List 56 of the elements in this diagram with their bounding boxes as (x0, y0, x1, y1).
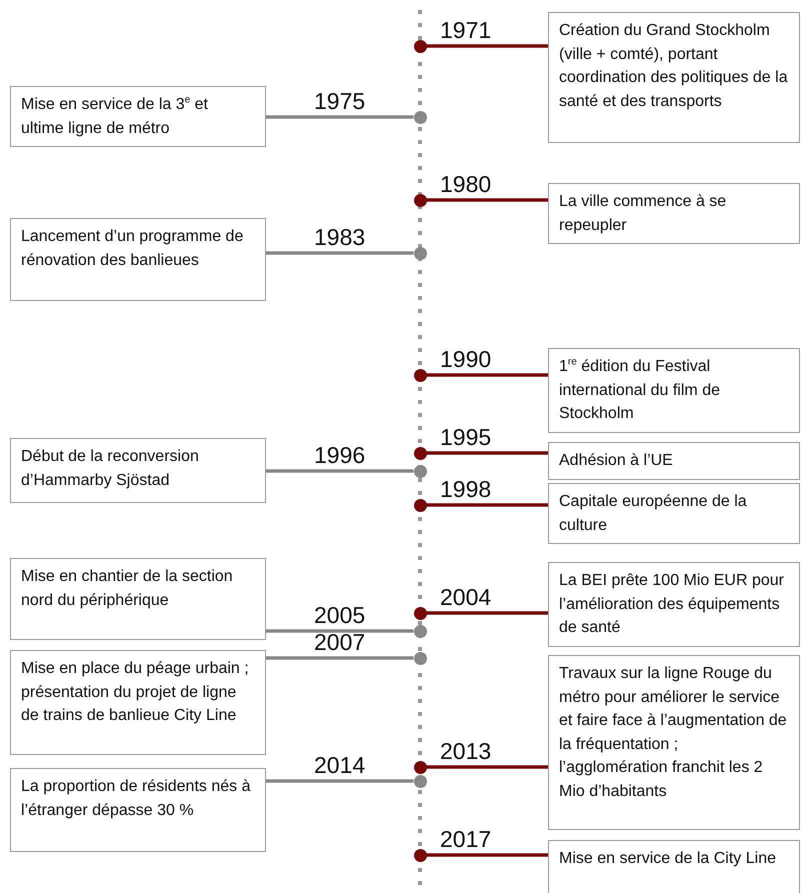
timeline-dot (414, 652, 426, 664)
timeline-dot (414, 40, 426, 52)
timeline-dot (414, 368, 426, 382)
connector-line (266, 469, 414, 473)
event-box: Mise en place du péage urbain ; présentation du projet de ligne de trains de banlieue City Line (10, 650, 266, 755)
event-box: Mise en service de la 3$^{e}$ et ultime ligne de métro (10, 86, 266, 147)
timeline-dot (414, 848, 426, 862)
timeline-dot (414, 246, 426, 260)
connector-line (266, 115, 414, 119)
connector-line (266, 629, 414, 633)
timeline-dot (414, 760, 426, 774)
connector-line (426, 44, 548, 48)
event-box: La ville commence à se repeupler (548, 183, 800, 244)
event-box: Début de la reconversion d’Hammarby Sjöstad (10, 438, 266, 503)
year-label: 1990 (440, 346, 492, 372)
year-label: 1995 (440, 424, 492, 450)
year-label: 1975 (314, 88, 366, 114)
year-label: 2004 (440, 584, 492, 610)
event-box: Création du Grand Stockholm (ville + comté), portant coordination des politiques de la santé et des transports (548, 12, 800, 143)
year-label: 2013 (440, 738, 492, 764)
connector-line (266, 251, 414, 255)
year-label: 2005 (314, 602, 366, 628)
connector-line (426, 611, 548, 615)
timeline-dot (414, 110, 426, 124)
connector-line (266, 656, 414, 660)
event-box: Capitale européenne de la culture (548, 483, 800, 544)
timeline-dot (414, 464, 426, 478)
event-box: Mise en chantier de la section nord du périphérique (10, 558, 266, 640)
connector-line (426, 503, 548, 507)
timeline-dot (414, 606, 426, 620)
connector-line (426, 451, 548, 455)
event-box: 1$^{re}$ édition du Festival international du film de Stockholm (548, 348, 800, 432)
year-label: 1983 (314, 224, 366, 250)
year-label: 2014 (314, 752, 366, 778)
event-box: Mise en service de la City Line (548, 840, 800, 893)
event-box: La proportion de résidents nés à l’étranger dépasse 30 % (10, 768, 266, 852)
timeline-dot (414, 624, 426, 638)
connector-line (266, 779, 414, 783)
year-label: 2007 (314, 629, 366, 655)
timeline-dot (414, 774, 426, 788)
event-box: Travaux sur la ligne Rouge du métro pour améliorer le service et faire face à l’augmentation de la fréquentation ; l’agglomération franchit les 2 Mio d’habitants (548, 655, 800, 830)
timeline-dot (414, 498, 426, 512)
connector-line (426, 853, 548, 857)
connector-line (426, 373, 548, 377)
event-box: La BEI prête 100 Mio EUR pour l’amélioration des équipements de santé (548, 562, 800, 646)
event-box: Adhésion à l’UE (548, 442, 800, 480)
timeline-dot (414, 194, 426, 206)
year-label: 1998 (440, 476, 492, 502)
timeline-dot (414, 446, 426, 460)
event-box: Lancement d’un programme de rénovation des banlieues (10, 218, 266, 301)
connector-line (426, 198, 548, 202)
year-label: 1996 (314, 442, 366, 468)
year-label: 1980 (440, 171, 492, 197)
year-label: 2017 (440, 826, 492, 852)
connector-line (426, 765, 548, 769)
year-label: 1971 (440, 17, 492, 43)
